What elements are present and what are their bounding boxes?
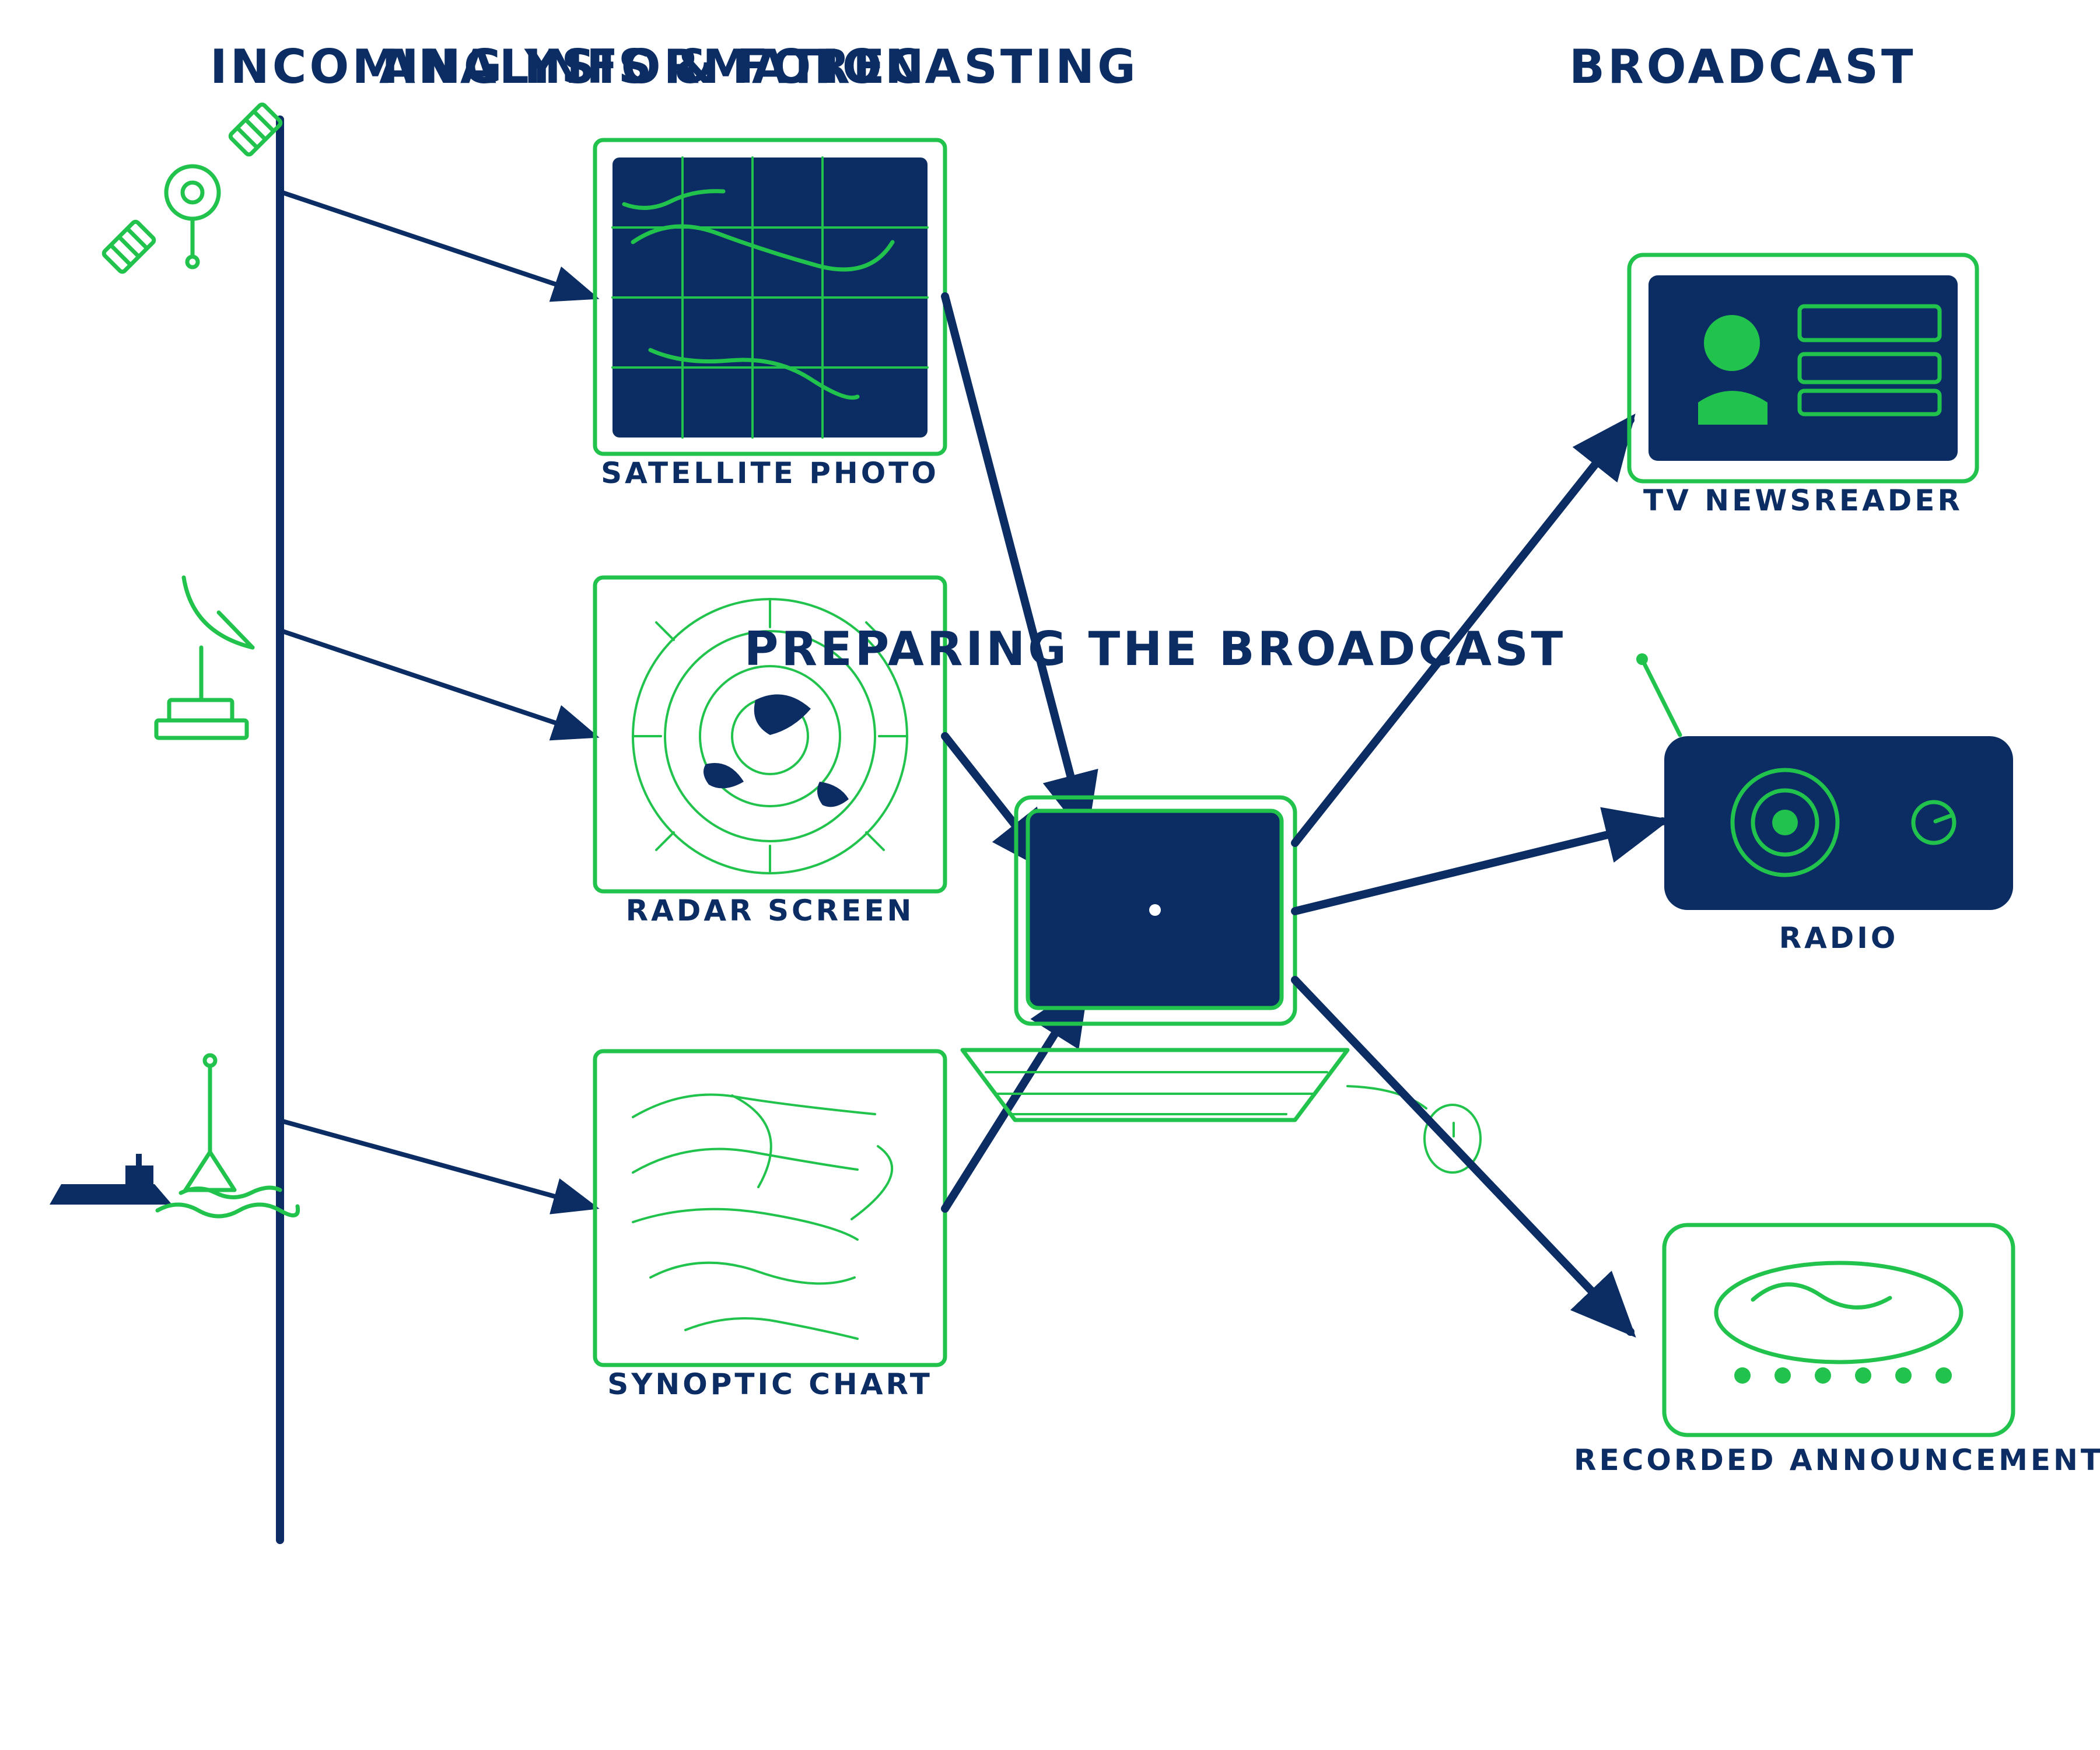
recorded-announcement-icon <box>1662 1223 2015 1437</box>
header-incoming-information: INCOMING INFORMATION <box>210 40 927 94</box>
ship-buoy-icon <box>50 1053 300 1219</box>
arrow-to-synoptic-chart <box>280 1119 600 1214</box>
tv-newsreader-label: TV NEWSREADER <box>1643 484 1963 517</box>
header-analysis-forecasting: ANALYSIS & FORECASTING <box>379 40 1139 94</box>
computer-workstation-icon <box>960 795 1482 1174</box>
satellite-photo-label: SATELLITE PHOTO <box>601 456 939 490</box>
radar-screen-label: RADAR SCREEN <box>626 894 915 928</box>
tv-newsreader-icon <box>1627 253 1979 484</box>
radio-icon <box>1636 653 2013 910</box>
header-broadcast: BROADCAST <box>1569 40 1916 94</box>
arrow-computer-to-radio <box>1291 807 1671 915</box>
arrow-to-satellite-photo <box>280 190 600 302</box>
arrow-satellite-to-computer <box>941 292 1098 839</box>
synoptic-chart-label: SYNOPTIC CHART <box>607 1367 933 1401</box>
arrow-computer-to-tv <box>1291 414 1636 847</box>
arrow-synoptic-to-computer <box>941 979 1090 1213</box>
radar-dish-icon <box>154 575 255 740</box>
satellite-photo-icon <box>593 138 947 456</box>
radio-label: RADIO <box>1779 921 1899 955</box>
header-preparing-the-broadcast: PREPARING THE BROADCAST <box>744 622 1566 676</box>
recorded-announcement-label: RECORDED ANNOUNCEMENT <box>1574 1443 2100 1477</box>
arrow-computer-to-recorded-announcement <box>1291 976 1636 1338</box>
arrow-to-radar-screen <box>280 629 600 741</box>
synoptic-chart-icon <box>593 1049 947 1367</box>
satellite-icon <box>102 102 283 274</box>
